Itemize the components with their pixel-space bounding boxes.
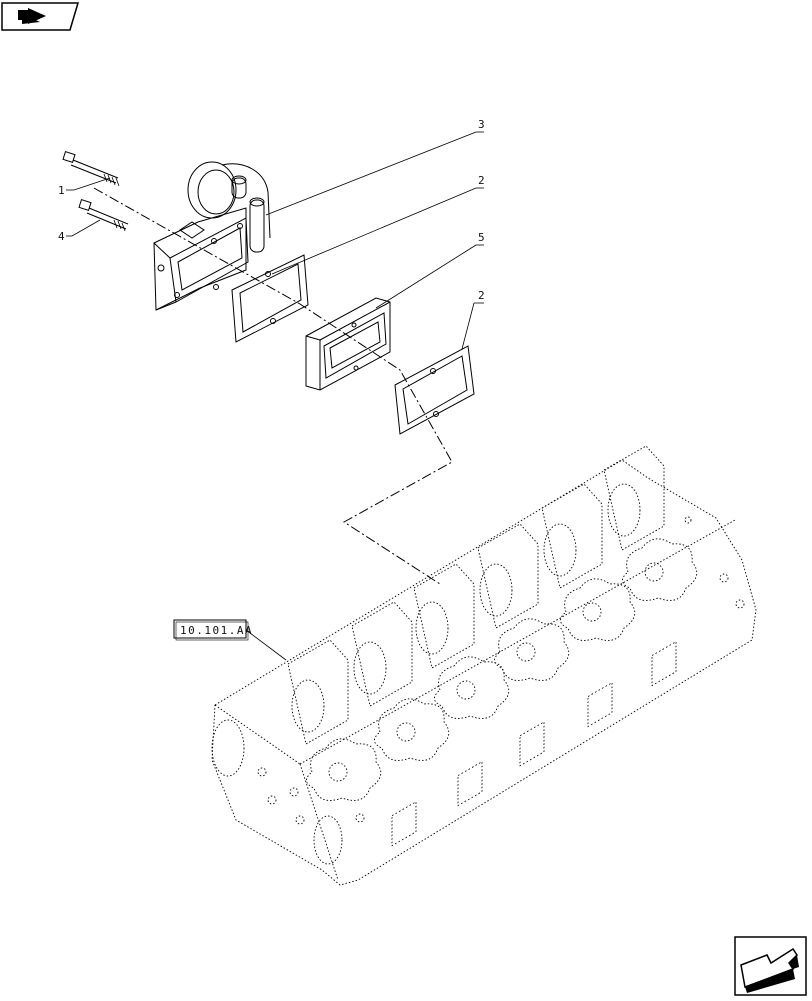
spacer-block bbox=[305, 297, 391, 391]
next-page-button[interactable] bbox=[733, 935, 808, 997]
previous-page-button[interactable] bbox=[0, 0, 80, 34]
callout-bolt-short: 4 bbox=[58, 230, 65, 243]
bolt-long bbox=[62, 151, 120, 187]
cylinder-head bbox=[211, 445, 757, 886]
outlet-housing bbox=[153, 161, 271, 311]
bolt-short bbox=[78, 199, 129, 232]
gasket-upper bbox=[231, 254, 309, 343]
callout-bolt-long: 1 bbox=[58, 184, 65, 197]
assembly-axis-line bbox=[93, 187, 453, 585]
callout-gasket-lower: 2 bbox=[478, 289, 485, 302]
callout-spacer: 5 bbox=[478, 231, 485, 244]
previous-page-arrow-icon bbox=[18, 8, 46, 24]
reference-label: 10.101.AA bbox=[180, 624, 253, 637]
gasket-lower bbox=[394, 345, 475, 435]
reference-tag[interactable]: 10.101.AA bbox=[173, 619, 253, 641]
next-page-arrow-icon bbox=[740, 947, 799, 993]
callout-gasket-upper: 2 bbox=[478, 174, 485, 187]
callout-housing: 3 bbox=[478, 118, 485, 131]
